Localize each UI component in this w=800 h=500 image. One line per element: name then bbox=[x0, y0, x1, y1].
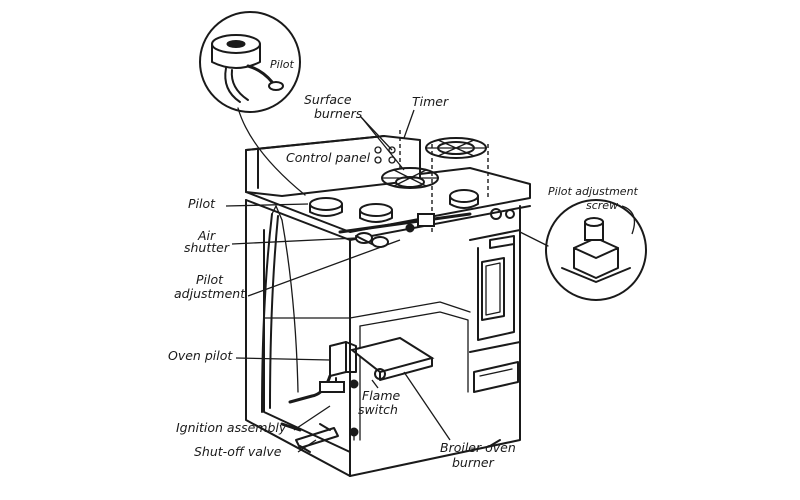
pilot-detail-inset bbox=[199, 11, 301, 113]
label-flame-switch-2: switch bbox=[358, 402, 398, 417]
label-pilot-adjustment-screw-1: Pilot adjustment bbox=[548, 185, 639, 198]
label-surface-burners-1: Surface bbox=[304, 92, 352, 107]
oven-burner-assembly bbox=[280, 336, 435, 449]
label-timer: Timer bbox=[412, 94, 449, 109]
label-surface-burners-2: burners bbox=[314, 106, 363, 121]
pilot-screw-detail-inset bbox=[545, 199, 647, 301]
label-oven-pilot: Oven pilot bbox=[168, 348, 233, 363]
leader-flame-switch bbox=[371, 379, 379, 389]
leader-oven-pilot bbox=[235, 357, 331, 361]
label-control-panel: Control panel bbox=[286, 150, 371, 165]
leader-broiler-oven-burner bbox=[403, 371, 451, 441]
stove-body bbox=[245, 130, 531, 477]
label-pilot: Pilot bbox=[188, 196, 216, 211]
leader-ignition-assembly bbox=[293, 405, 331, 431]
label-flame-switch-1: Flame bbox=[362, 388, 400, 403]
leader-pilot bbox=[225, 203, 309, 207]
leader-lines bbox=[225, 109, 451, 453]
leader-air-shutter bbox=[231, 237, 357, 245]
label-pilot-inset: Pilot bbox=[270, 58, 294, 71]
label-air-shutter-1: Air bbox=[197, 228, 216, 243]
label-ignition-assembly: Ignition assembly bbox=[176, 420, 287, 435]
label-pilot-adjustment-1: Pilot bbox=[196, 272, 224, 287]
label-air-shutter-2: shutter bbox=[184, 240, 230, 255]
gas-tubes bbox=[261, 205, 299, 413]
inset-leader-line bbox=[237, 107, 306, 196]
leader-surface-burners-b bbox=[361, 117, 405, 171]
label-broiler-oven-burner-2: burner bbox=[452, 455, 495, 470]
screw-inset-leader bbox=[519, 231, 549, 247]
label-broiler-oven-burner-1: Broiler oven bbox=[440, 440, 516, 455]
surface-burners bbox=[309, 137, 515, 248]
leader-pilot-adjustment-screw bbox=[621, 205, 636, 235]
leader-timer bbox=[403, 109, 415, 139]
label-shut-off-valve: Shut-off valve bbox=[194, 444, 282, 459]
label-pilot-adjustment-2: adjustment bbox=[174, 286, 246, 301]
leader-pilot-adjustment bbox=[247, 239, 401, 297]
leader-shut-off-valve bbox=[297, 439, 317, 453]
label-pilot-adjustment-screw-2: screw bbox=[586, 199, 618, 212]
